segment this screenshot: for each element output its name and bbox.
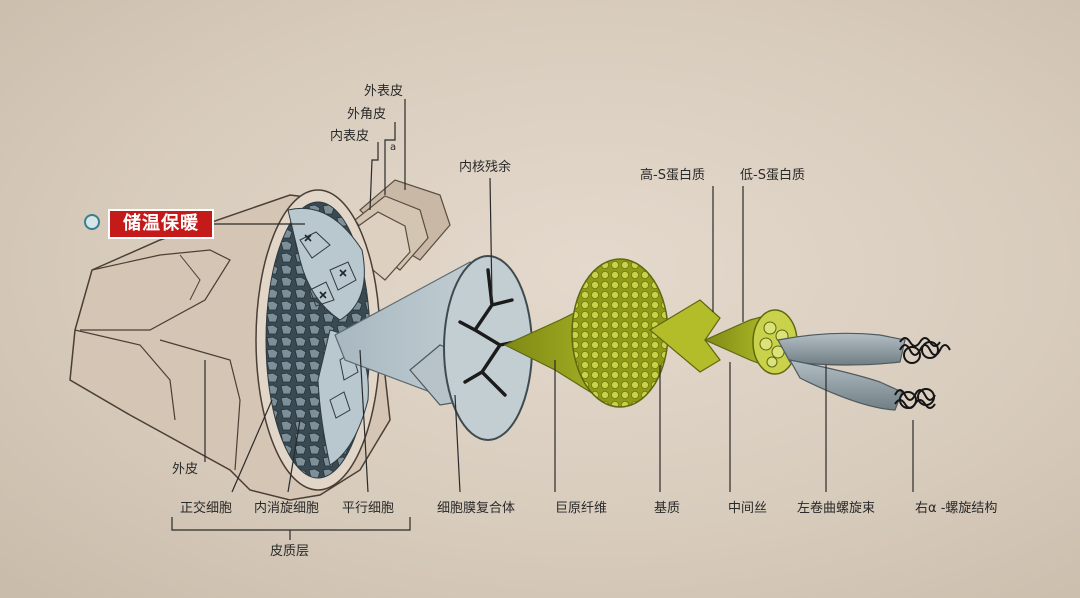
label-outer-horn: 外角皮: [347, 107, 387, 122]
intermediate-filament: [703, 309, 798, 375]
label-inner-epidermis: 内表皮: [330, 129, 370, 144]
highlight-label-warmth: 储温保暖: [108, 209, 214, 239]
alpha-helix-coils: [894, 337, 951, 409]
cell-membrane-cone: [334, 255, 533, 441]
label-intermediate-filament: 中间丝: [728, 501, 768, 516]
label-macrofibril: 巨原纤维: [555, 501, 608, 516]
highlight-marker-icon: [84, 214, 100, 230]
label-cortex: 皮质层: [270, 544, 310, 559]
label-matrix: 基质: [654, 501, 681, 516]
label-cuticle: 外皮: [172, 462, 199, 477]
label-cell-membrane-complex: 细胞膜复合体: [437, 501, 516, 516]
label-right-alpha-helix: 右α -螺旋结构: [915, 501, 998, 516]
leader-lines: [171, 99, 914, 540]
label-outer-epidermis: 外表皮: [364, 84, 404, 99]
label-sub-a: a: [390, 142, 397, 153]
label-nucleus-remnant: 内核残余: [459, 160, 512, 175]
label-left-coiled-coil: 左卷曲螺旋束: [797, 501, 876, 516]
cuticle-layers: [349, 179, 451, 281]
label-para-cell: 平行细胞: [342, 501, 395, 516]
coiled-coil-rods: [777, 332, 906, 411]
label-high-s-protein: 高-S蛋白质: [640, 168, 705, 183]
label-low-s-protein: 低-S蛋白质: [740, 168, 805, 183]
label-ortho-cell: 正交细胞: [180, 501, 233, 516]
label-inner-cell: 内消旋细胞: [254, 501, 320, 516]
